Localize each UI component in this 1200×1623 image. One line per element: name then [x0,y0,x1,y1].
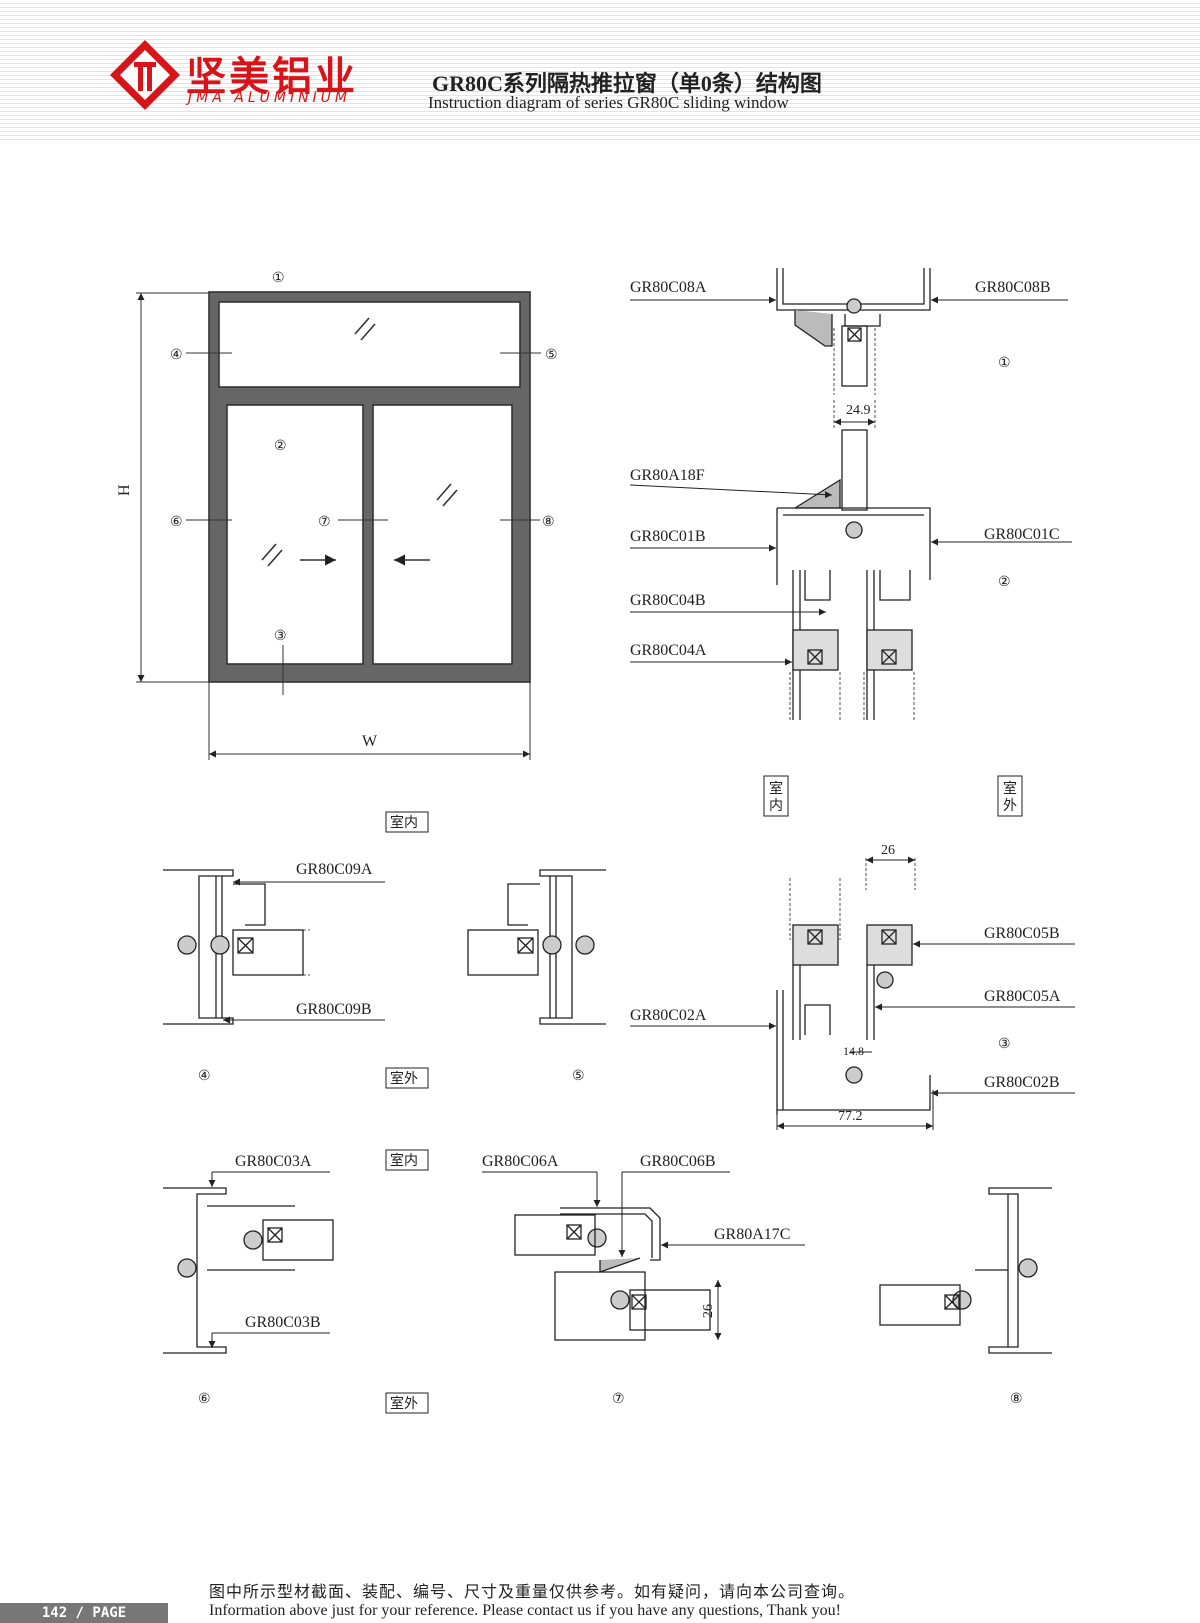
marker-7: ⑦ [318,515,331,530]
marker-8: ⑧ [542,515,555,530]
part-label: GR80A17C [714,1226,790,1243]
section-number: ② [998,575,1011,590]
part-label: GR80C03A [235,1153,312,1170]
section-number: ⑦ [612,1392,625,1407]
side-label-outside: 室外 [390,1395,418,1412]
dimension-label: 24.9 [846,403,871,418]
brand-name-cn: 坚美铝业 [186,54,358,100]
part-label: GR80C03B [245,1314,321,1331]
page-title-en: Instruction diagram of series GR80C slid… [428,93,789,112]
part-label: GR80C09B [296,1001,372,1018]
section-number: ① [998,356,1011,371]
side-label-inside: 室内 [390,1152,418,1169]
side-label-inside: 室内 [390,814,418,831]
part-label: GR80C05B [984,925,1060,942]
part-label: GR80C02B [984,1074,1060,1091]
part-label: GR80C04B [630,592,706,609]
part-label: GR80C01B [630,528,706,545]
section-number: ④ [198,1069,211,1084]
part-label: GR80C06B [640,1153,716,1170]
part-label: GR80C06A [482,1153,559,1170]
part-label: GR80C09A [296,861,373,878]
side-label-inside-bottom: 内 [769,798,783,814]
width-label: W [362,733,378,750]
dimension-label: 77.2 [838,1109,863,1124]
marker-2: ② [274,439,287,454]
section-8-drawing [879,1187,1052,1354]
side-label-inside-top: 室 [769,780,783,797]
section-number: ⑤ [572,1069,585,1084]
height-label: H [116,484,133,496]
part-label: GR80C01C [984,526,1060,543]
part-label: GR80C08A [630,279,707,296]
section-number: ⑧ [1010,1392,1023,1407]
marker-4: ④ [170,348,183,363]
brand-name-en: JMA ALUMINIUM [188,90,351,106]
dimension-label: 26 [881,843,895,858]
marker-5: ⑤ [545,348,558,363]
section-3-drawing [776,856,934,1130]
section-4-drawing [163,869,310,1025]
footer-note-cn: 图中所示型材截面、装配、编号、尺寸及重量仅供参考。如有疑问，请向本公司查询。 [209,1582,856,1601]
side-label-outside-top: 室 [1003,780,1017,797]
page-title-cn: GR80C系列隔热推拉窗（单0条）结构图 [432,71,822,96]
part-label: GR80C05A [984,988,1061,1005]
dimension-label: 26 [701,1304,716,1318]
page-number-badge: 142 / PAGE [0,1603,168,1623]
section-number: ③ [998,1037,1011,1052]
part-label: GR80C08B [975,279,1051,296]
part-label: GR80A18F [630,467,705,484]
section-number: ⑥ [198,1392,211,1407]
section-2-drawing [776,400,931,720]
part-label: GR80C04A [630,642,707,659]
section-6-drawing [163,1187,334,1354]
side-label-outside: 室外 [390,1070,418,1087]
marker-1: ① [272,271,285,286]
side-label-outside-bottom: 外 [1003,798,1017,814]
window-elevation [136,291,541,760]
section-1-drawing [776,268,931,395]
dimension-label: 14.8 [843,1044,864,1058]
marker-3: ③ [274,629,287,644]
jma-logo-icon [110,40,180,110]
section-7-drawing [514,1207,722,1341]
section-5-drawing [467,869,606,1025]
part-label: GR80C02A [630,1007,707,1024]
marker-6: ⑥ [170,515,183,530]
footer-note-en: Information above just for your referenc… [209,1602,841,1619]
header-band [0,0,1200,140]
